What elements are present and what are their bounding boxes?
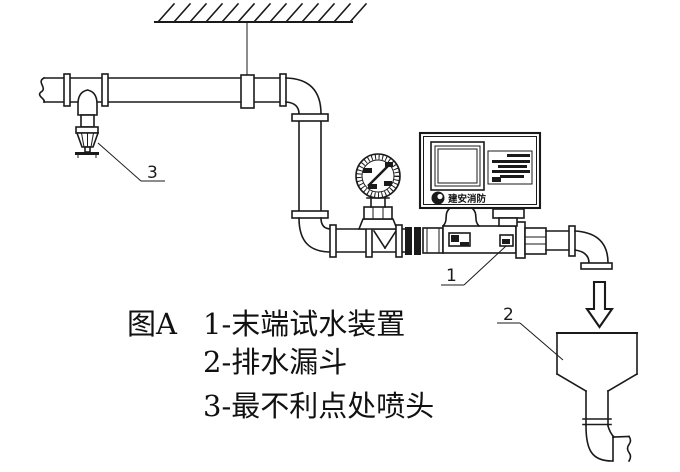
callout-1-number: 1: [446, 266, 457, 286]
riser-pipe-vertical: [291, 113, 332, 253]
test-device-body: [442, 221, 613, 270]
figure-caption: 图A 1-末端试水装置 2-排水漏斗 3-最不利点处喷头: [127, 307, 434, 423]
panel-neck: [441, 206, 481, 228]
brand-logo-icon: [431, 191, 445, 205]
elbow-top-right: [285, 77, 322, 115]
legend-item-2: 2-排水漏斗: [203, 345, 347, 379]
callout-1: 1: [441, 245, 507, 286]
outlet-elbow: [574, 230, 609, 264]
figure-label: 图A: [127, 307, 178, 341]
pressure-gauge: [355, 153, 401, 199]
test-line-pipe: [329, 197, 444, 258]
flow-arrow-down-icon: [584, 280, 615, 329]
brand-text: 建安消防: [447, 193, 487, 205]
drain-funnel: [555, 331, 639, 463]
gauge-needle: [367, 163, 391, 187]
pipe-flanges: [63, 73, 287, 109]
legend-item-3: 3-最不利点处喷头: [203, 389, 434, 423]
callout-2-number: 2: [503, 305, 514, 325]
sprinkler-deflector: [75, 152, 99, 155]
gauge-tick-ring: [356, 154, 400, 198]
union-coupling: [405, 227, 444, 255]
callout-3: 3: [97, 142, 165, 183]
outlet-flange: [580, 262, 613, 270]
hanger-clamp: [240, 74, 255, 109]
pipe-break-symbol: [38, 76, 46, 104]
panel-label-text: [487, 150, 533, 185]
callout-3-number: 3: [147, 163, 158, 183]
panel-display-screen: [430, 141, 485, 191]
control-panel: 建安消防: [418, 131, 542, 210]
ceiling-hatch: [153, 2, 368, 24]
funnel-pipe-break-symbol: [626, 435, 632, 463]
funnel-outlet-elbow: [585, 425, 613, 462]
legend-item-1: 1-末端试水装置: [203, 307, 405, 341]
sprinkler-head: [75, 89, 100, 158]
gauge-valve-wye: [357, 197, 399, 250]
callout-2: 2: [497, 305, 564, 361]
